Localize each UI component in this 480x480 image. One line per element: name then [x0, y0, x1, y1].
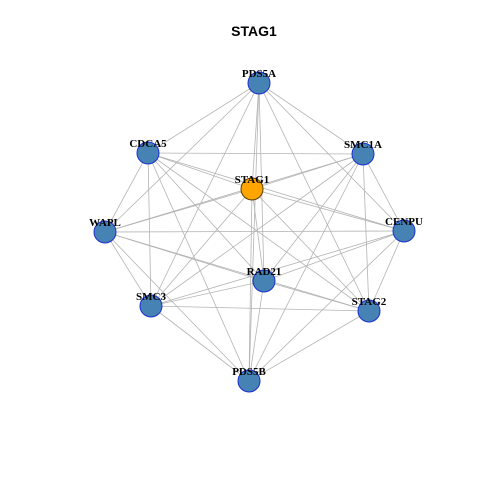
- edge-wapl-cenpu: [104, 230, 405, 233]
- edge-pds5a-cdca5: [147, 82, 260, 154]
- node-label-wapl: WAPL: [89, 217, 121, 229]
- edge-stag1-pds5b: [248, 188, 253, 382]
- node-rad21: [252, 269, 276, 293]
- edge-pds5a-cenpu: [258, 82, 405, 232]
- edge-smc1a-rad21: [263, 153, 364, 282]
- edge-wapl-stag2: [104, 231, 370, 312]
- edge-pds5a-rad21: [258, 82, 265, 282]
- edge-smc3-stag2: [150, 305, 370, 312]
- edge-stag1-stag2: [251, 188, 370, 312]
- edge-cdca5-stag1: [147, 152, 253, 190]
- edge-rad21-pds5b: [248, 280, 265, 382]
- node-label-rad21: RAD21: [247, 266, 282, 278]
- edge-stag2-pds5b: [248, 310, 370, 382]
- node-smc1a: [351, 142, 375, 166]
- node-label-pds5a: PDS5A: [242, 68, 276, 80]
- edge-smc1a-wapl: [104, 153, 364, 233]
- node-cenpu: [392, 219, 416, 243]
- node-stag1: [240, 177, 264, 201]
- node-pds5a: [247, 71, 271, 95]
- edge-cenpu-stag2: [368, 230, 405, 312]
- edge-pds5a-smc3: [150, 82, 260, 307]
- node-smc3: [139, 294, 163, 318]
- node-label-cenpu: CENPU: [385, 216, 423, 228]
- edge-cdca5-stag2: [147, 152, 370, 312]
- node-stag2: [357, 299, 381, 323]
- edge-stag1-smc3: [150, 188, 253, 307]
- edge-stag1-rad21: [251, 188, 265, 282]
- edge-pds5a-stag1: [251, 82, 260, 190]
- node-label-smc3: SMC3: [136, 291, 166, 303]
- edge-smc1a-cenpu: [362, 153, 405, 232]
- edge-cdca5-pds5b: [147, 152, 250, 382]
- edge-cdca5-cenpu: [147, 152, 405, 232]
- edge-rad21-smc3: [150, 280, 265, 307]
- node-layer: [93, 71, 416, 393]
- edge-wapl-smc3: [104, 231, 152, 307]
- edge-smc3-pds5b: [150, 305, 250, 382]
- edge-layer: [104, 82, 405, 382]
- node-label-stag2: STAG2: [352, 296, 387, 308]
- edge-cdca5-smc3: [147, 152, 152, 307]
- edge-pds5a-wapl: [104, 82, 260, 233]
- edge-cdca5-rad21: [147, 152, 265, 282]
- node-wapl: [93, 220, 117, 244]
- diagram-title: STAG1: [231, 23, 277, 39]
- edge-pds5a-stag2: [258, 82, 370, 312]
- edge-cenpu-pds5b: [248, 230, 405, 382]
- node-label-smc1a: SMC1A: [344, 139, 382, 151]
- edge-smc1a-pds5b: [248, 153, 364, 382]
- node-label-cdca5: CDCA5: [129, 138, 167, 150]
- edge-cdca5-smc1a: [147, 152, 364, 155]
- edge-stag1-wapl: [104, 188, 253, 233]
- node-label-pds5b: PDS5B: [232, 366, 266, 378]
- edge-cdca5-wapl: [104, 152, 149, 233]
- edge-rad21-stag2: [263, 280, 370, 312]
- edge-pds5a-smc1a: [258, 82, 364, 155]
- edge-cenpu-rad21: [263, 230, 405, 282]
- node-cdca5: [136, 141, 160, 165]
- edge-cenpu-smc3: [150, 230, 405, 307]
- node-pds5b: [237, 369, 261, 393]
- edge-stag1-cenpu: [251, 188, 405, 232]
- edge-smc1a-stag2: [362, 153, 370, 312]
- node-label-stag1: STAG1: [235, 174, 270, 186]
